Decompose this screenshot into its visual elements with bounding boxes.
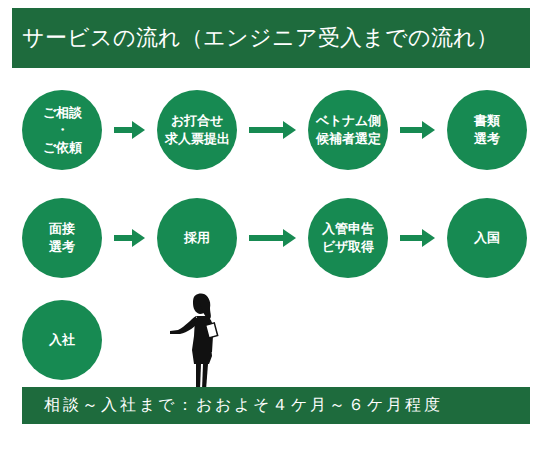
- circle-outline: [308, 198, 388, 278]
- arrow-shaft: [249, 235, 285, 241]
- arrow-shaft: [249, 127, 285, 133]
- step-label: 採用: [184, 229, 210, 247]
- title-band: サービスの流れ（エンジニア受入までの流れ）: [12, 8, 530, 68]
- circle-outline: [22, 198, 102, 278]
- arrow-shaft: [114, 235, 134, 241]
- woman-silhouette: [160, 290, 240, 400]
- step-label: 面接 選考: [49, 220, 75, 255]
- step-label: 入国: [474, 229, 500, 247]
- arrow-head: [283, 229, 296, 247]
- circle-shape: [447, 90, 527, 170]
- circle-content: 入国: [447, 198, 527, 278]
- flow-arrow: [114, 229, 145, 247]
- step-label: 入社: [49, 331, 75, 349]
- circle-outline: [447, 90, 527, 170]
- step-circle: 入管申告 ビザ取得: [308, 198, 388, 278]
- arrow-head: [283, 121, 296, 139]
- circle-content: ご相談 ・ ご依頼: [22, 90, 102, 170]
- step-label: お打合せ 求人票提出: [165, 112, 230, 147]
- step-label: ベトナム側 候補者選定: [316, 112, 381, 147]
- circle-shape: [22, 90, 102, 170]
- arrow-head: [132, 121, 145, 139]
- arrow-head: [132, 229, 145, 247]
- circle-shape: [308, 198, 388, 278]
- circle-shape: [22, 198, 102, 278]
- step-circle: お打合せ 求人票提出: [157, 90, 237, 170]
- circle-shape: [447, 198, 527, 278]
- step-label: ご相談 ・ ご依頼: [43, 104, 82, 157]
- circle-content: 書類 選考: [447, 90, 527, 170]
- step-circle: 採用: [157, 198, 237, 278]
- arrow-shaft: [400, 235, 424, 241]
- flow-arrow: [114, 121, 145, 139]
- circle-content: お打合せ 求人票提出: [157, 90, 237, 170]
- step-circle: 入社: [22, 300, 102, 380]
- step-circle: 入国: [447, 198, 527, 278]
- arrow-shaft: [114, 127, 134, 133]
- circle-content: 入社: [22, 300, 102, 380]
- circle-content: 採用: [157, 198, 237, 278]
- title-text: サービスの流れ（エンジニア受入までの流れ）: [12, 23, 498, 53]
- circle-shape: [157, 90, 237, 170]
- circle-content: 入管申告 ビザ取得: [308, 198, 388, 278]
- step-circle: ご相談 ・ ご依頼: [22, 90, 102, 170]
- flow-arrow: [249, 229, 296, 247]
- circle-shape: [22, 300, 102, 380]
- caption-band: 相談～入社まで：おおよそ４ケ月～６ケ月程度: [22, 387, 530, 424]
- step-circle: 書類 選考: [447, 90, 527, 170]
- arrow-head: [422, 229, 435, 247]
- caption-text: 相談～入社まで：おおよそ４ケ月～６ケ月程度: [22, 395, 443, 416]
- step-circle: 面接 選考: [22, 198, 102, 278]
- flow-arrow: [400, 121, 435, 139]
- circle-outline: [308, 90, 388, 170]
- circle-content: ベトナム側 候補者選定: [308, 90, 388, 170]
- arrow-shaft: [400, 127, 424, 133]
- circle-content: 面接 選考: [22, 198, 102, 278]
- circle-shape: [157, 198, 237, 278]
- step-label: 書類 選考: [474, 112, 500, 147]
- flow-arrow: [400, 229, 435, 247]
- step-label: 入管申告 ビザ取得: [322, 220, 374, 255]
- circle-outline: [157, 90, 237, 170]
- arrow-head: [422, 121, 435, 139]
- flow-arrow: [249, 121, 296, 139]
- circle-shape: [308, 90, 388, 170]
- step-circle: ベトナム側 候補者選定: [308, 90, 388, 170]
